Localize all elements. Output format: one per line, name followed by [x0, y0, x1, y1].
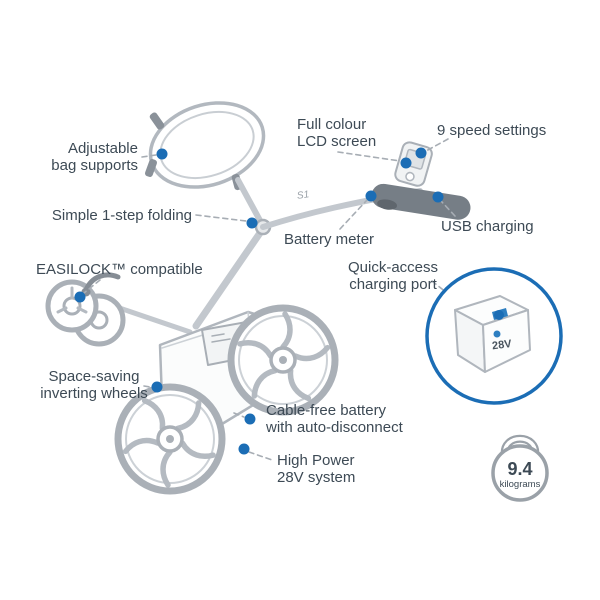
large-wheel-right — [227, 304, 339, 416]
label-adjustable-bag-supports: Adjustable bag supports — [51, 140, 138, 175]
leader-bag-supports — [141, 154, 157, 158]
leader-speed — [425, 138, 449, 152]
label-9-speed-settings: 9 speed settings — [437, 122, 547, 139]
bag-support-ring — [148, 101, 266, 189]
inset-logo-dot — [493, 330, 501, 338]
leader-battery-meter — [339, 199, 368, 230]
callout-lines — [83, 138, 456, 461]
leader-high-power — [248, 451, 273, 461]
charging-port-inset — [425, 267, 563, 405]
label-quick-access-charging-port: Quick-access charging port — [347, 259, 439, 294]
weight-badge-icon — [491, 434, 549, 502]
leader-lcd-screen — [337, 151, 401, 162]
callout-dot-usb — [432, 191, 444, 203]
label-space-saving-inverting-wheels: Space-saving inverting wheels — [40, 368, 148, 403]
callout-dot-wheels — [151, 381, 163, 393]
lower-frame-beam — [192, 226, 266, 330]
callout-dots — [74, 147, 444, 455]
easilock-lever — [81, 272, 121, 297]
label-usb-charging: USB charging — [441, 218, 534, 235]
weight-unit: kilograms — [499, 479, 541, 490]
callout-dot-high-power — [238, 443, 250, 455]
leader-quick-access — [431, 280, 448, 294]
label-full-colour-lcd-screen: Full colour LCD screen — [297, 116, 377, 151]
label-cable-free-battery: Cable-free battery with auto-disconnect — [266, 402, 403, 437]
callout-dot-battery-meter — [365, 190, 377, 202]
label-simple-1-step-folding: Simple 1-step folding — [51, 207, 192, 224]
label-easilock-compatible: EASILOCK™ compatible — [36, 261, 203, 278]
callout-dot-speed — [415, 147, 427, 159]
callout-dot-bag-supports — [156, 148, 168, 160]
weight-value: 9.4 — [507, 459, 533, 479]
inset-battery-art — [454, 295, 531, 373]
handle-grip — [371, 183, 471, 220]
leader-easilock — [83, 279, 101, 294]
callout-dot-folding — [246, 217, 258, 229]
callout-dot-cable-free — [244, 413, 256, 425]
callout-dot-easilock — [74, 291, 86, 303]
label-battery-meter: Battery meter — [284, 231, 375, 248]
upper-column — [235, 177, 266, 229]
callout-dot-charging-port — [494, 310, 504, 320]
callout-dot-lcd-screen — [400, 157, 412, 169]
label-high-power-28v-system: High Power 28V system — [277, 452, 356, 487]
leader-cable-free — [233, 412, 245, 418]
leader-folding — [195, 214, 247, 222]
speed-dial — [405, 171, 415, 182]
trolley-model-label: S1 — [296, 189, 310, 202]
large-wheel-left — [114, 383, 226, 495]
leader-usb — [440, 200, 456, 217]
leader-wheels — [143, 385, 151, 388]
